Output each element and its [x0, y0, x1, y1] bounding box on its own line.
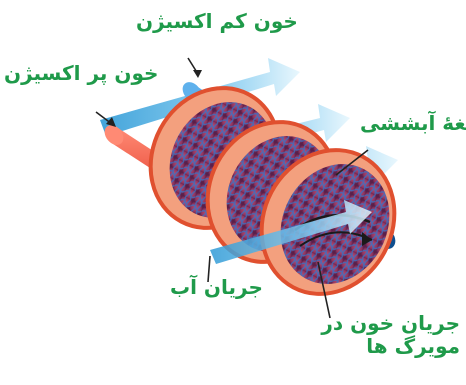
capillary-blood-flow-line1: جریان خون در	[300, 312, 460, 335]
capillary-blood-flow-line2: مویرگ ها	[300, 335, 460, 358]
low-oxygen-blood-label: خون کم اکسیژن	[136, 10, 298, 33]
capillary-blood-flow-label: جریان خون در مویرگ ها	[300, 312, 460, 358]
water-flow-label: جریان آب	[170, 276, 263, 299]
gill-lamella-label: تیغهٔ آبششی	[360, 112, 466, 135]
high-oxygen-blood-label: خون پر اکسیژن	[4, 62, 158, 85]
